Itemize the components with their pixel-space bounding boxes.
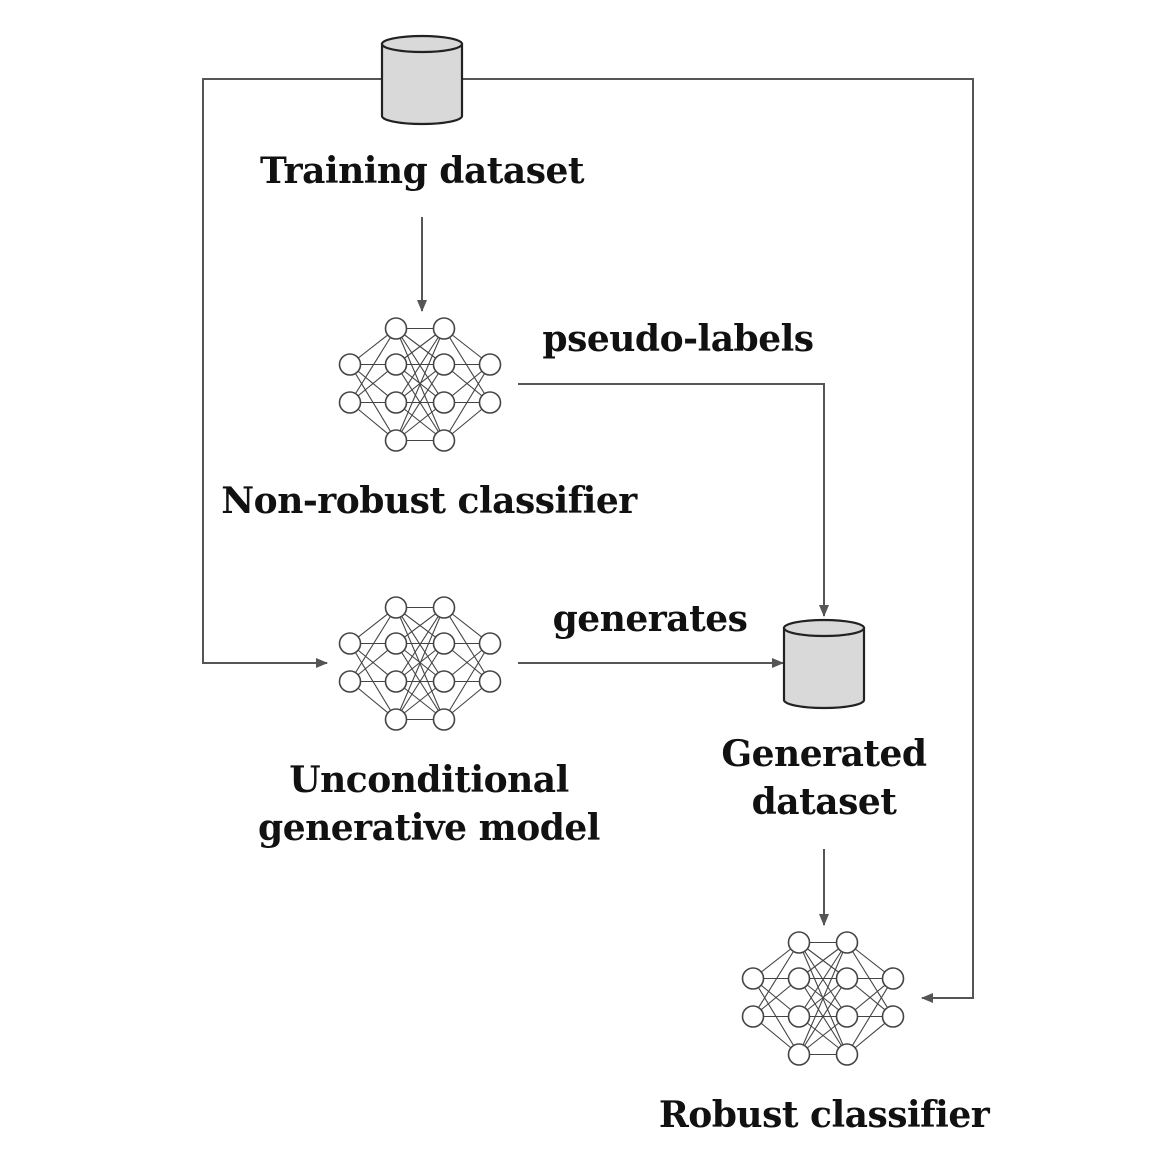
network-edge [395, 607, 445, 720]
training-to-generator-connector [202, 78, 383, 668]
network-edge [443, 607, 491, 682]
network-node [478, 391, 502, 414]
network-node [432, 596, 456, 619]
network-node [338, 353, 362, 376]
network-nodes [338, 317, 502, 452]
network-edge [443, 328, 491, 403]
robust-classifier-neural-network-icon [741, 931, 905, 1066]
robust-classifier-label: Robust classifier [658, 1094, 990, 1136]
network-node [338, 670, 362, 693]
generative-model-neural-network-icon [338, 596, 502, 731]
generated-dataset-database-icon [782, 618, 866, 710]
cylinder-body [782, 626, 866, 710]
network-node [432, 429, 456, 452]
network-node [432, 391, 456, 414]
network-node [384, 708, 408, 731]
training-to-robust-connector [463, 78, 974, 1003]
network-node [432, 632, 456, 655]
network-edge [846, 978, 894, 1055]
network-node [432, 708, 456, 731]
network-node [881, 1005, 905, 1028]
network-edge [846, 942, 894, 1017]
generative-model-label-line2: generative model [258, 807, 600, 849]
network-edge [395, 607, 445, 682]
network-edges [752, 941, 894, 1056]
cylinder-top [380, 34, 464, 54]
network-edges [349, 606, 491, 721]
network-node [835, 1005, 859, 1028]
network-node [835, 931, 859, 954]
network-node [432, 670, 456, 693]
generative-model-label-line1: Unconditional [289, 759, 569, 801]
training-dataset-database-icon [380, 34, 464, 126]
network-node [835, 967, 859, 990]
network-node [478, 670, 502, 693]
network-node [384, 353, 408, 376]
network-node [384, 317, 408, 340]
network-edge [752, 942, 800, 1017]
network-edge [395, 643, 445, 720]
network-node [338, 391, 362, 414]
network-node [835, 1043, 859, 1066]
pseudo-labels-label: pseudo-labels [542, 318, 814, 360]
non-robust-classifier-neural-network-icon [338, 317, 502, 452]
network-node [478, 632, 502, 655]
training-dataset-label: Training dataset [259, 150, 585, 192]
network-nodes [338, 596, 502, 731]
network-node [384, 596, 408, 619]
network-edge [443, 364, 491, 441]
network-edge [349, 328, 397, 403]
network-edge [798, 942, 848, 1055]
network-edges [349, 327, 491, 442]
network-edge [798, 978, 848, 1055]
network-node [478, 353, 502, 376]
network-edge [395, 364, 445, 441]
network-edge [395, 328, 445, 441]
network-edge [798, 942, 848, 1017]
network-edge [443, 643, 491, 720]
network-node [432, 317, 456, 340]
generated-dataset-label-line1: Generated [721, 733, 927, 775]
cylinder-top [782, 618, 866, 638]
network-node [338, 632, 362, 655]
network-node [787, 1005, 811, 1028]
network-node [787, 1043, 811, 1066]
network-node [384, 429, 408, 452]
network-node [432, 353, 456, 376]
network-node [741, 967, 765, 990]
generates-label: generates [552, 598, 748, 640]
network-node [787, 931, 811, 954]
non-robust-classifier-label: Non-robust classifier [221, 480, 637, 522]
generated-dataset-label-line2: dataset [751, 781, 897, 823]
network-node [384, 632, 408, 655]
network-edge [395, 328, 445, 403]
pseudo-labels-arrow [518, 383, 829, 617]
network-node [787, 967, 811, 990]
network-node [384, 391, 408, 414]
network-nodes [741, 931, 905, 1066]
network-edge [349, 607, 397, 682]
network-node [881, 967, 905, 990]
cylinder-body [380, 42, 464, 126]
network-node [384, 670, 408, 693]
network-node [741, 1005, 765, 1028]
